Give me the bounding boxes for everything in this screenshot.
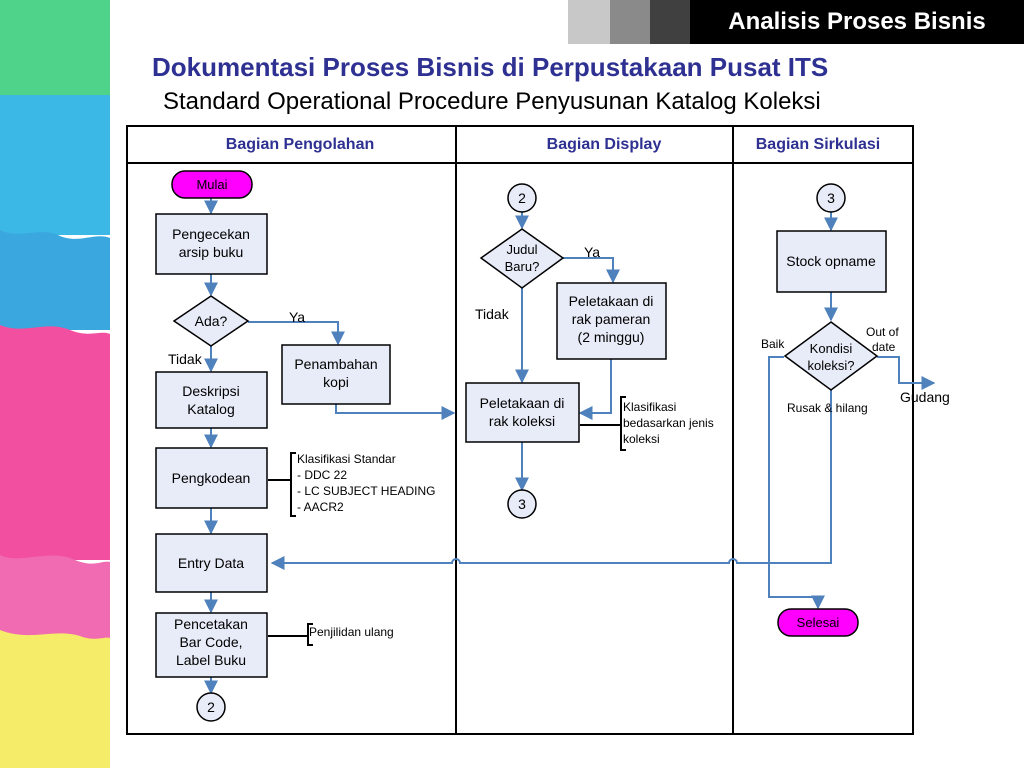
kondisi-label-1: Kondisi [810, 341, 853, 356]
peletakaan-koleksi-box: Peletakaan di rak koleksi [465, 382, 580, 443]
pengecekan-box: Pengecekan arsip buku [155, 213, 268, 275]
peletakaan-pameran-label-3: (2 minggu) [578, 329, 645, 345]
judul-baru-decision: Judul Baru? [479, 228, 565, 289]
peletakaan-pameran-label-1: Peletakaan di [569, 293, 654, 309]
entry-data-label: Entry Data [178, 555, 244, 571]
klasifikasi-standar-line-3: - LC SUBJECT HEADING [297, 484, 435, 498]
kondisi-label-2: koleksi? [808, 358, 855, 373]
peletakaan-koleksi-label-1: Peletakaan di [480, 395, 565, 411]
header-block-light [568, 0, 610, 44]
lane-header-sirkulasi: Bagian Sirkulasi [756, 136, 881, 153]
ada-decision: Ada? [172, 295, 250, 347]
connector-3-sirkulasi: 3 [816, 183, 846, 213]
connector-3-display-label: 3 [518, 496, 526, 512]
pencetakan-label-3: Label Buku [176, 652, 246, 668]
klasifikasi-standar-line-4: - AACR2 [297, 500, 344, 514]
judul-baru-label-2: Baru? [505, 259, 540, 274]
stock-opname-label: Stock opname [786, 253, 876, 269]
pengkodean-label: Pengkodean [172, 470, 251, 486]
connector-2-bottom-label: 2 [207, 699, 215, 715]
selesai-terminal: Selesai [777, 608, 859, 637]
outofdate-label-2: date [872, 340, 896, 354]
mulai-terminal: Mulai [171, 170, 253, 199]
rusak-label: Rusak & hilang [787, 401, 868, 415]
entry-data-box: Entry Data [155, 533, 268, 593]
header-block-dark [650, 0, 690, 44]
deskripsi-label-2: Katalog [187, 401, 234, 417]
annotation-brackets [268, 396, 626, 646]
flow-arrows [204, 198, 936, 695]
pengecekan-label-2: arsip buku [179, 244, 244, 260]
penjilidan-note: Penjilidan ulang [309, 625, 394, 639]
lane-header-pengolahan: Bagian Pengolahan [226, 136, 374, 153]
connector-2-top-label: 2 [518, 190, 526, 206]
pengecekan-label-1: Pengecekan [172, 226, 250, 242]
klasifikasi-jenis-line-3: koleksi [623, 432, 660, 446]
deskripsi-box: Deskripsi Katalog [155, 371, 268, 429]
ada-label: Ada? [195, 313, 228, 329]
connector-3-display: 3 [507, 489, 537, 519]
page-title: Dokumentasi Proses Bisnis di Perpustakaa… [152, 52, 829, 82]
klasifikasi-standar-line-1: Klasifikasi Standar [297, 452, 396, 466]
penambahan-label-2: kopi [323, 374, 349, 390]
klasifikasi-standar-note: Klasifikasi Standar - DDC 22 - LC SUBJEC… [297, 452, 435, 514]
tidak-label-1: Tidak [168, 351, 203, 367]
klasifikasi-jenis-note: Klasifikasi bedasarkan jenis koleksi [623, 400, 714, 446]
connector-2-top: 2 [507, 183, 537, 213]
judul-baru-label-1: Judul [506, 242, 537, 257]
page-subtitle: Standard Operational Procedure Penyusuna… [163, 88, 821, 115]
deskripsi-label-1: Deskripsi [182, 383, 240, 399]
ya-label-1: Ya [289, 309, 305, 325]
pengkodean-box: Pengkodean [155, 447, 268, 509]
header-title: Analisis Proses Bisnis [690, 0, 1024, 44]
klasifikasi-jenis-line-2: bedasarkan jenis [623, 416, 714, 430]
peletakaan-pameran-label-2: rak pameran [572, 311, 651, 327]
klasifikasi-standar-line-2: - DDC 22 [297, 468, 347, 482]
ya-label-2: Ya [584, 244, 600, 260]
klasifikasi-jenis-line-1: Klasifikasi [623, 400, 676, 414]
gudang-label: Gudang [900, 389, 950, 405]
mulai-label: Mulai [196, 177, 227, 192]
tidak-label-2: Tidak [475, 306, 510, 322]
peletakaan-koleksi-label-2: rak koleksi [489, 413, 555, 429]
peletakaan-pameran-box: Peletakaan di rak pameran (2 minggu) [556, 282, 667, 360]
stock-opname-box: Stock opname [776, 230, 887, 293]
pencetakan-label-2: Bar Code, [179, 634, 242, 650]
selesai-label: Selesai [797, 615, 840, 630]
penambahan-box: Penambahan kopi [281, 344, 391, 405]
outofdate-label-1: Out of [866, 325, 899, 339]
baik-label: Baik [761, 337, 785, 351]
kondisi-decision: Kondisi koleksi? [783, 321, 879, 391]
decorative-left-stripes [0, 0, 110, 768]
penambahan-label-1: Penambahan [294, 356, 377, 372]
connector-2-bottom: 2 [196, 692, 226, 722]
pencetakan-box: Pencetakan Bar Code, Label Buku [155, 612, 268, 678]
connector-3-sirkulasi-label: 3 [827, 190, 835, 206]
swimlane-frame [126, 125, 914, 735]
header-block-mid [610, 0, 650, 44]
lane-header-display: Bagian Display [547, 136, 662, 153]
pencetakan-label-1: Pencetakan [174, 616, 248, 632]
